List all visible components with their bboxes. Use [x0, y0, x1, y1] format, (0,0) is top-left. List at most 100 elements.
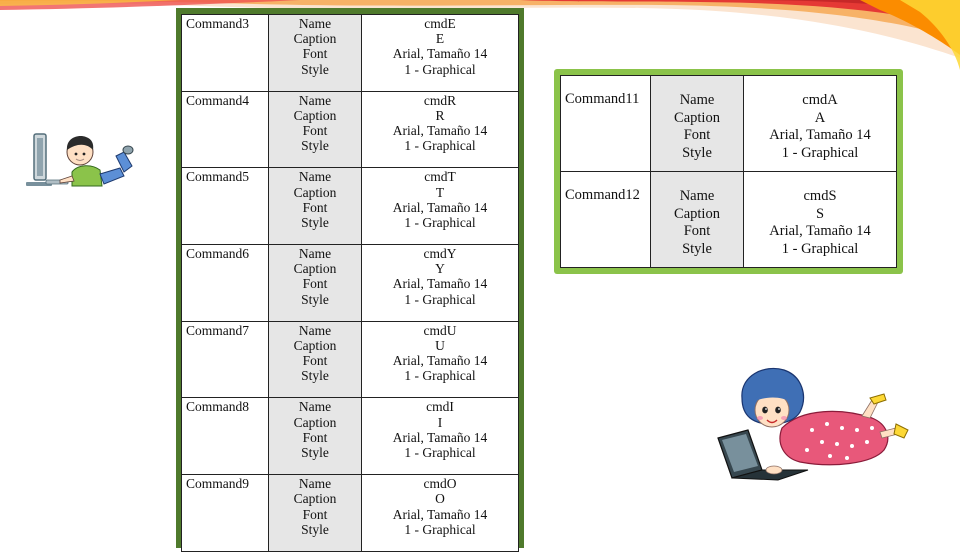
command-name-cell: Command3: [181, 14, 269, 92]
property-value: 1 - Graphical: [404, 521, 476, 537]
property-value: I: [437, 414, 443, 430]
command-name-cell: Command8: [181, 397, 269, 476]
property-label: Caption: [293, 337, 337, 353]
property-label: Style: [301, 291, 329, 307]
property-label: Style: [301, 214, 329, 230]
property-value: E: [435, 31, 445, 47]
property-value: 1 - Graphical: [404, 214, 476, 230]
property-label: Name: [679, 188, 715, 204]
property-label: Font: [302, 46, 328, 62]
girl-with-laptop-icon: [717, 367, 909, 481]
command-name-cell: Command7: [181, 320, 269, 399]
command-name-cell: Command4: [181, 90, 269, 169]
command-name-cell: Command11: [560, 75, 651, 172]
property-value: Arial, Tamaño 14: [769, 127, 871, 143]
property-value: 1 - Graphical: [404, 138, 476, 154]
property-value: cmdY: [423, 246, 457, 262]
property-value: A: [814, 109, 826, 126]
property-label: Name: [298, 169, 332, 185]
property-value: cmdU: [423, 322, 457, 338]
property-label: Style: [301, 61, 329, 77]
property-value: Arial, Tamaño 14: [392, 46, 488, 62]
property-value: Arial, Tamaño 14: [769, 223, 871, 239]
property-value: Arial, Tamaño 14: [392, 506, 488, 522]
property-value: cmdI: [426, 399, 454, 415]
property-label: Caption: [674, 205, 720, 222]
property-value: cmdS: [803, 188, 837, 204]
property-label: Font: [683, 127, 711, 143]
property-label: Caption: [293, 261, 337, 277]
property-value: cmdR: [423, 92, 457, 108]
property-value: Arial, Tamaño 14: [392, 123, 488, 139]
property-label: Font: [302, 199, 328, 215]
property-label: Font: [302, 429, 328, 445]
property-label: Name: [298, 322, 332, 338]
boy-at-computer-icon: [26, 133, 134, 187]
property-label: Name: [298, 476, 332, 492]
command-name-cell: Command12: [560, 171, 651, 268]
property-value: R: [435, 107, 445, 123]
property-label: Style: [301, 368, 329, 384]
property-value: S: [815, 205, 825, 222]
property-label: Caption: [293, 107, 337, 123]
property-value: O: [435, 491, 445, 507]
property-value: cmdA: [802, 92, 838, 108]
property-label: Caption: [293, 414, 337, 430]
property-label: Name: [298, 246, 332, 262]
command-name-cell: Command5: [181, 167, 269, 246]
property-label: Style: [301, 521, 329, 537]
property-value: 1 - Graphical: [404, 61, 476, 77]
command-name-cell: Command6: [181, 244, 269, 322]
property-value: Arial, Tamaño 14: [392, 353, 488, 369]
property-value: U: [435, 337, 445, 353]
property-value: T: [435, 184, 445, 200]
property-value: 1 - Graphical: [404, 368, 476, 384]
property-label: Style: [301, 138, 329, 154]
property-value: 1 - Graphical: [781, 240, 859, 257]
property-value: 1 - Graphical: [404, 445, 476, 461]
property-value: cmdT: [424, 169, 456, 185]
property-label: Style: [301, 445, 329, 461]
property-label: Font: [683, 223, 711, 239]
property-value: Arial, Tamaño 14: [392, 276, 488, 292]
property-label: Style: [682, 144, 712, 161]
property-label: Name: [679, 92, 715, 108]
property-label: Style: [682, 240, 712, 257]
header-swoosh-decoration: [0, 0, 960, 70]
property-label: Name: [298, 399, 332, 415]
property-value: 1 - Graphical: [404, 291, 476, 307]
property-value: Y: [435, 261, 445, 277]
property-label: Caption: [293, 184, 337, 200]
property-label: Name: [298, 92, 332, 108]
property-value: Arial, Tamaño 14: [392, 199, 488, 215]
property-label: Caption: [293, 31, 337, 47]
property-value: Arial, Tamaño 14: [392, 429, 488, 445]
